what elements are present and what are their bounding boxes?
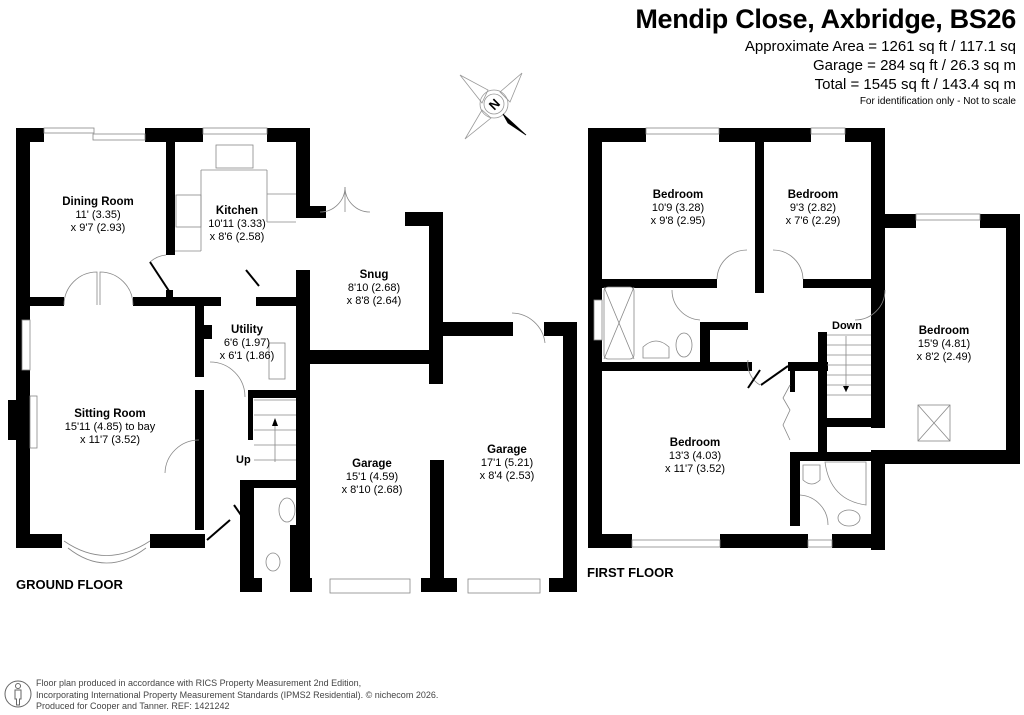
property-title: Mendip Close, Axbridge, BS26 [635,4,1016,34]
approximate-area: Approximate Area = 1261 sq ft / 117.1 sq [744,38,1016,55]
room-dim-1: 11' (3.35) [75,209,121,221]
footer-line: Floor plan produced in accordance with R… [36,678,362,688]
stairs-up-label: Up [236,454,251,466]
room-dim-2: x 8'10 (2.68) [341,484,403,496]
room-dim-2: x 9'8 (2.95) [650,215,706,227]
room-name: Bedroom [787,189,839,201]
room-name: Kitchen [215,205,259,217]
room-name: Garage [352,458,392,470]
north-compass-icon: N [459,72,527,140]
room-dim-1: 9'3 (2.82) [789,202,837,214]
room-garage-2: Garage 17'1 (5.21) x 8'4 (2.53) [480,444,535,483]
scale-disclaimer: For identification only - Not to scale [859,96,1016,107]
room-bedroom-2: Bedroom 9'3 (2.82) x 7'6 (2.29) [786,189,841,228]
room-bedroom-1: Bedroom 10'9 (3.28) x 9'8 (2.95) [651,189,706,228]
room-dim-2: x 6'1 (1.86) [219,350,275,362]
first-floor-walls [588,128,1020,550]
room-dim-2: x 8'6 (2.58) [209,231,265,243]
room-garage-1: Garage 15'1 (4.59) x 8'10 (2.68) [342,458,403,497]
room-dim-2: x 11'7 (3.52) [80,434,140,446]
room-snug: Snug 8'10 (2.68) x 8'8 (2.64) [347,269,402,308]
ground-floor-fixtures [21,127,546,594]
room-sitting-room: Sitting Room 15'11 (4.85) to bay x 11'7 … [65,408,156,447]
stairs-down-label: Down [832,320,862,332]
room-dim-2: x 8'4 (2.53) [479,470,535,482]
footer-line: Produced for Cooper and Tanner. REF: 142… [36,701,230,711]
room-dim-1: 15'9 (4.81) [917,338,971,350]
room-name: Utility [231,324,263,336]
first-floor-door-leaves [747,365,789,389]
room-dim-1: 13'3 (4.03) [668,450,722,462]
svg-text:N: N [486,96,503,113]
garage-area: Garage = 284 sq ft / 26.3 sq m [812,57,1016,74]
room-name: Dining Room [62,196,134,208]
room-dim-1: 15'11 (4.85) to bay [64,421,156,433]
room-dim-1: 10'9 (3.28) [651,202,705,214]
room-dining-room: Dining Room 11' (3.35) x 9'7 (2.93) [62,196,134,235]
room-bedroom-4: Bedroom 13'3 (4.03) x 11'7 (3.52) [665,437,725,476]
footer-notes: Floor plan produced in accordance with R… [36,678,438,713]
first-floor-label: FIRST FLOOR [587,565,674,580]
room-dim-2: x 8'2 (2.49) [916,351,972,363]
room-name: Bedroom [918,325,970,337]
room-dim-1: 6'6 (1.97) [223,337,271,349]
room-dim-1: 10'11 (3.33) [208,218,266,230]
ground-floor-door-leaves [149,261,260,541]
room-dim-2: x 9'7 (2.93) [70,222,126,234]
room-kitchen: Kitchen 10'11 (3.33) x 8'6 (2.58) [208,205,266,244]
room-name: Bedroom [652,189,704,201]
room-dim-1: 15'1 (4.59) [345,471,399,483]
room-name: Bedroom [669,437,721,449]
room-name: Snug [359,269,389,281]
info-person-icon [4,680,32,708]
room-name: Garage [487,444,527,456]
footer-line: Incorporating International Property Mea… [36,689,439,700]
room-dim-1: 17'1 (5.21) [480,457,534,469]
room-dim-1: 8'10 (2.68) [347,282,401,294]
room-name: Sitting Room [74,408,146,420]
total-area: Total = 1545 sq ft / 143.4 sq m [814,76,1016,93]
room-dim-2: x 7'6 (2.29) [785,215,841,227]
room-utility: Utility 6'6 (1.97) x 6'1 (1.86) [220,324,275,363]
room-dim-2: x 8'8 (2.64) [346,295,402,307]
ground-floor-label: GROUND FLOOR [16,577,123,592]
room-dim-2: x 11'7 (3.52) [665,463,725,475]
first-floor-fixtures [593,127,981,548]
room-bedroom-3: Bedroom 15'9 (4.81) x 8'2 (2.49) [917,325,972,364]
